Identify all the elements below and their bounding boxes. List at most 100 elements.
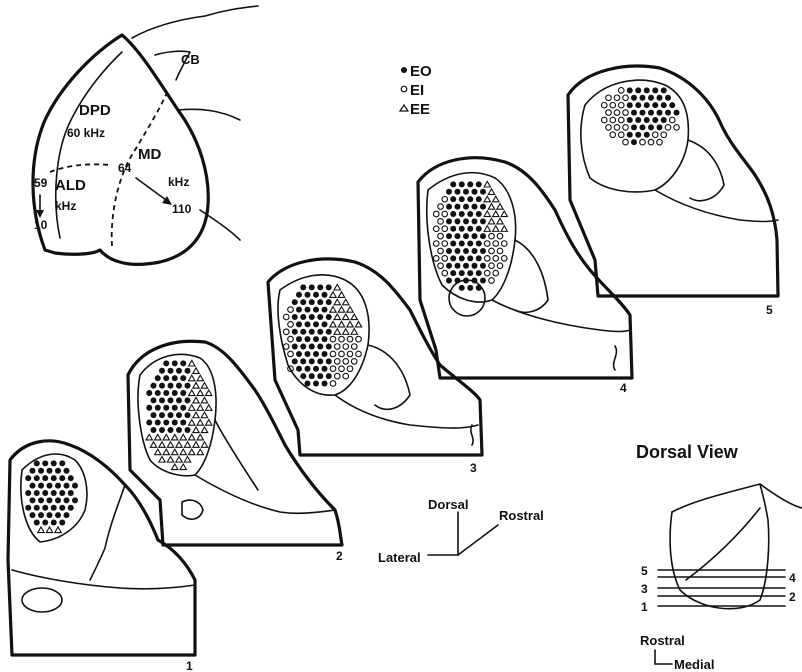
marker-eo xyxy=(185,397,191,403)
dots-section-2 xyxy=(146,360,212,469)
marker-ei xyxy=(438,233,444,239)
legend-label-ee: EE xyxy=(410,101,430,118)
legend-label-eo: EO xyxy=(410,63,432,80)
marker-eo xyxy=(25,505,31,511)
marker-eo xyxy=(317,358,323,364)
marker-eo xyxy=(463,248,469,254)
marker-eo xyxy=(146,420,152,426)
marker-eo xyxy=(472,263,478,269)
marker-eo xyxy=(450,255,456,261)
marker-ei xyxy=(334,373,340,379)
marker-ei xyxy=(442,211,448,217)
marker-ee xyxy=(163,434,169,440)
marker-eo xyxy=(463,204,469,210)
marker-ei xyxy=(669,117,675,123)
marker-ee xyxy=(38,527,44,533)
marker-eo xyxy=(644,132,650,138)
marker-eo xyxy=(317,373,323,379)
marker-ee xyxy=(193,397,199,403)
marker-eo xyxy=(627,132,633,138)
marker-eo xyxy=(176,427,182,433)
marker-eo xyxy=(480,248,486,254)
marker-eo xyxy=(317,299,323,305)
marker-eo xyxy=(59,505,65,511)
marker-ee xyxy=(172,434,178,440)
marker-ei xyxy=(623,95,629,101)
dorsal-level-3: 3 xyxy=(641,582,648,596)
marker-eo xyxy=(657,124,663,130)
marker-ei xyxy=(674,125,680,131)
marker-eo xyxy=(30,512,36,518)
label-ald-low: 59 xyxy=(34,176,48,190)
marker-eo xyxy=(309,373,315,379)
marker-eo xyxy=(305,351,311,357)
marker-ee xyxy=(343,299,349,305)
marker-eo xyxy=(309,314,315,320)
marker-eo xyxy=(446,189,452,195)
marker-eo xyxy=(176,397,182,403)
marker-eo xyxy=(25,490,31,496)
marker-eo xyxy=(51,460,57,466)
marker-eo xyxy=(180,405,186,411)
marker-eo xyxy=(669,102,675,108)
marker-ee xyxy=(172,449,178,455)
dorsal-view-title: Dorsal View xyxy=(636,442,739,462)
marker-ei xyxy=(433,241,439,247)
marker-ee xyxy=(197,405,203,411)
marker-eo xyxy=(30,468,36,474)
marker-ee xyxy=(176,442,182,448)
marker-eo xyxy=(38,512,44,518)
marker-eo xyxy=(467,241,473,247)
marker-eo xyxy=(185,412,191,418)
marker-ei xyxy=(661,132,667,138)
marker-ee xyxy=(189,390,195,396)
marker-ee xyxy=(180,449,186,455)
marker-ee xyxy=(497,218,503,224)
marker-eo xyxy=(472,218,478,224)
marker-eo xyxy=(631,95,637,101)
marker-ee xyxy=(46,527,52,533)
marker-eo xyxy=(627,87,633,93)
marker-ee xyxy=(206,405,212,411)
marker-ei xyxy=(623,125,629,131)
marker-eo xyxy=(450,226,456,232)
marker-eo xyxy=(305,366,311,372)
marker-ei xyxy=(347,336,353,342)
marker-eo xyxy=(472,204,478,210)
marker-ei xyxy=(489,278,495,284)
marker-eo xyxy=(59,475,65,481)
marker-eo xyxy=(322,292,328,298)
marker-eo xyxy=(292,358,298,364)
marker-eo xyxy=(151,412,157,418)
marker-ee xyxy=(146,434,152,440)
marker-eo xyxy=(300,284,306,290)
legend-marker-ei xyxy=(401,86,407,92)
marker-ei xyxy=(433,226,439,232)
marker-eo xyxy=(652,102,658,108)
dorsal-view: Dorsal View 5 3 1 4 2 Rostral Medial xyxy=(636,442,802,672)
section-label-5: 5 xyxy=(766,303,773,317)
marker-eo xyxy=(322,366,328,372)
marker-ee xyxy=(189,449,195,455)
marker-eo xyxy=(168,383,174,389)
marker-ei xyxy=(614,125,620,131)
marker-eo xyxy=(322,307,328,313)
marker-eo xyxy=(472,278,478,284)
marker-eo xyxy=(446,218,452,224)
marker-ee xyxy=(330,321,336,327)
marker-ei xyxy=(356,336,362,342)
marker-ee xyxy=(159,457,165,463)
marker-eo xyxy=(146,390,152,396)
marker-ee xyxy=(355,321,361,327)
marker-ee xyxy=(493,226,499,232)
marker-eo xyxy=(480,263,486,269)
marker-ee xyxy=(167,457,173,463)
marker-ei xyxy=(442,256,448,262)
marker-eo xyxy=(64,512,70,518)
marker-eo xyxy=(300,329,306,335)
marker-ee xyxy=(193,383,199,389)
marker-ei xyxy=(442,226,448,232)
marker-eo xyxy=(151,397,157,403)
marker-eo xyxy=(292,299,298,305)
marker-eo xyxy=(322,336,328,342)
